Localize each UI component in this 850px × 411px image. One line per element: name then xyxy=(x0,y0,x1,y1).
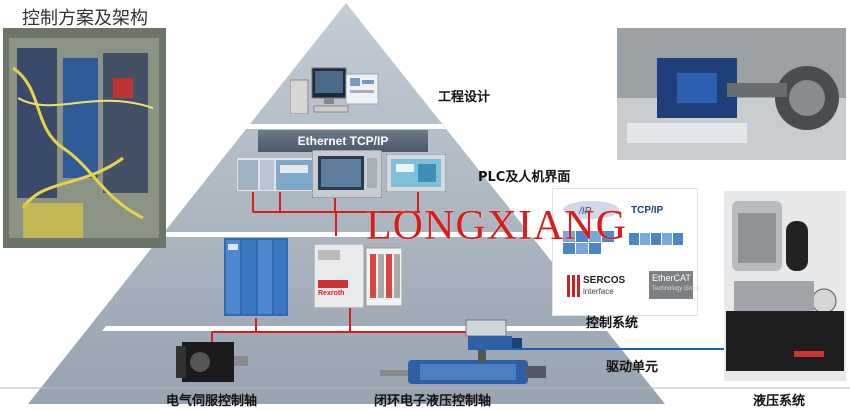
pyramid-band-3 xyxy=(102,326,608,331)
svg-text:/IP: /IP xyxy=(578,206,592,217)
ethercat-logo: EtherCAT Technology Group xyxy=(649,271,701,299)
sercos-sub: interface xyxy=(583,287,614,296)
hmi-panel-icon xyxy=(311,149,383,199)
servo-motor-icon xyxy=(176,336,250,386)
control-cabinet-photo xyxy=(3,28,166,248)
profibus-logo: /IP xyxy=(563,201,619,219)
sercos-logo: SERCOS xyxy=(583,275,626,286)
page-title: 控制方案及架构 xyxy=(22,8,148,29)
watermark: LONGXIANG xyxy=(366,203,627,249)
servo-drive-icon xyxy=(224,238,290,316)
level-label-plc-hmi: PLC及人机界面 xyxy=(478,170,571,185)
machine-photo xyxy=(617,28,846,160)
profinet-logo-2 xyxy=(629,233,683,245)
level-label-drive: 驱动单元 xyxy=(606,360,659,375)
plc-module-icon xyxy=(235,156,315,193)
label-hydraulic-axis: 闭环电子液压控制轴 xyxy=(374,394,492,409)
hydraulic-unit-photo xyxy=(724,191,846,381)
hydraulic-cylinder-icon xyxy=(380,356,548,388)
rexroth-logo: Rexroth xyxy=(318,290,345,297)
hmi-touch-panel-icon xyxy=(385,153,447,193)
pyramid-band-1 xyxy=(246,124,446,129)
pyramid-band-2 xyxy=(156,232,532,237)
valve-actuator-icon xyxy=(464,318,524,362)
level-label-engineering: 工程设计 xyxy=(438,90,491,105)
ethernet-bar: Ethernet TCP/IP xyxy=(258,130,428,152)
tcpip-logo: TCP/IP xyxy=(631,205,664,216)
level-label-control: 控制系统 xyxy=(586,316,639,331)
label-hydraulic-system: 液压系统 xyxy=(753,394,806,409)
label-servo-axis: 电气伺服控制轴 xyxy=(166,394,258,409)
protocol-logos: /IP TCP/IP SERCOS interface EtherCAT Tec… xyxy=(552,188,701,316)
computer-icon xyxy=(289,66,380,115)
sercos-icon xyxy=(567,275,580,297)
io-module-icon xyxy=(313,243,403,309)
pyramid-shape xyxy=(28,3,665,404)
profinet-logo-1 xyxy=(563,231,614,254)
